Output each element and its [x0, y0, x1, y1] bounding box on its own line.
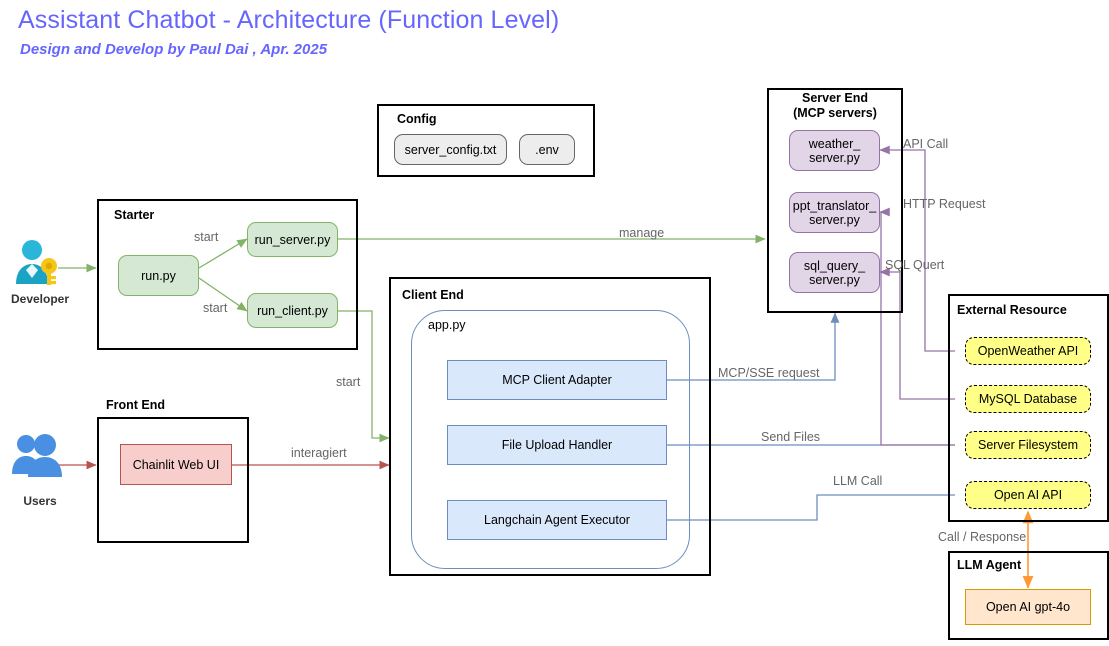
node-langchain-agent-executor[interactable]: Langchain Agent Executor — [447, 500, 667, 540]
group-serverend — [767, 88, 903, 313]
node-chainlit-web-ui[interactable]: Chainlit Web UI — [120, 444, 232, 485]
group-frontend-title: Front End — [106, 398, 166, 412]
page-title: Assistant Chatbot - Architecture (Functi… — [18, 6, 560, 34]
group-starter — [97, 199, 358, 350]
group-llmagent-title: LLM Agent — [957, 558, 1022, 572]
node-server-config-txt[interactable]: server_config.txt — [394, 134, 507, 165]
edge-label-send-files: Send Files — [761, 430, 821, 444]
node-open-ai-gpt-4o[interactable]: Open AI gpt-4o — [965, 589, 1091, 625]
node-ppt-translator-server-py[interactable]: ppt_translator_ server.py — [789, 192, 880, 233]
group-starter-title: Starter — [114, 208, 155, 222]
edge-label-llm-call: LLM Call — [833, 474, 883, 488]
node-dot-env[interactable]: .env — [519, 134, 575, 165]
node-run-client-py[interactable]: run_client.py — [247, 293, 338, 328]
avatar-developer-label: Developer — [10, 292, 70, 306]
node-run-py[interactable]: run.py — [118, 255, 199, 296]
node-mysql-database[interactable]: MySQL Database — [965, 385, 1091, 413]
person-with-key-icon — [16, 240, 57, 285]
node-app-py-label: app.py — [428, 318, 466, 332]
page-subtitle: Design and Develop by Paul Dai , Apr. 20… — [20, 41, 328, 58]
node-mcp-client-adapter[interactable]: MCP Client Adapter — [447, 360, 667, 400]
group-external — [948, 294, 1109, 522]
edge-label-start-client: start — [203, 301, 228, 315]
edge-label-manage: manage — [619, 226, 665, 240]
node-open-ai-api[interactable]: Open AI API — [965, 481, 1091, 509]
node-openweather-api[interactable]: OpenWeather API — [965, 337, 1091, 365]
avatar-developer — [8, 238, 64, 293]
group-config-title: Config — [397, 112, 437, 126]
edge-label-mcp-sse-request: MCP/SSE request — [718, 366, 820, 380]
avatar-users-label: Users — [23, 494, 57, 508]
avatar-users — [10, 432, 68, 485]
node-file-upload-handler[interactable]: File Upload Handler — [447, 425, 667, 465]
group-llmagent — [948, 551, 1109, 640]
node-sql-query-server-py[interactable]: sql_query_ server.py — [789, 252, 880, 293]
group-frontend — [97, 417, 249, 543]
edge-label-api-call: API Call — [903, 137, 949, 151]
group-config — [377, 104, 595, 177]
group-external-title: External Resource — [957, 303, 1067, 317]
two-people-icon — [12, 434, 62, 477]
group-serverend-title: Server End (MCP servers) — [793, 91, 877, 120]
edge-label-interagiert: interagiert — [291, 446, 347, 460]
node-app-py-wrapper — [411, 310, 690, 569]
node-server-filesystem[interactable]: Server Filesystem — [965, 431, 1091, 459]
edge-label-http-request: HTTP Request — [903, 197, 986, 211]
node-weather-server-py[interactable]: weather_ server.py — [789, 130, 880, 171]
edge-label-sql-query: SQL Quert — [885, 258, 945, 272]
edge-label-call-response: Call / Response — [938, 530, 1027, 544]
edge-label-start-server: start — [194, 230, 219, 244]
node-run-server-py[interactable]: run_server.py — [247, 222, 338, 257]
group-clientend — [389, 277, 711, 576]
group-clientend-title: Client End — [402, 288, 464, 302]
edge-label-start-app: start — [336, 375, 361, 389]
